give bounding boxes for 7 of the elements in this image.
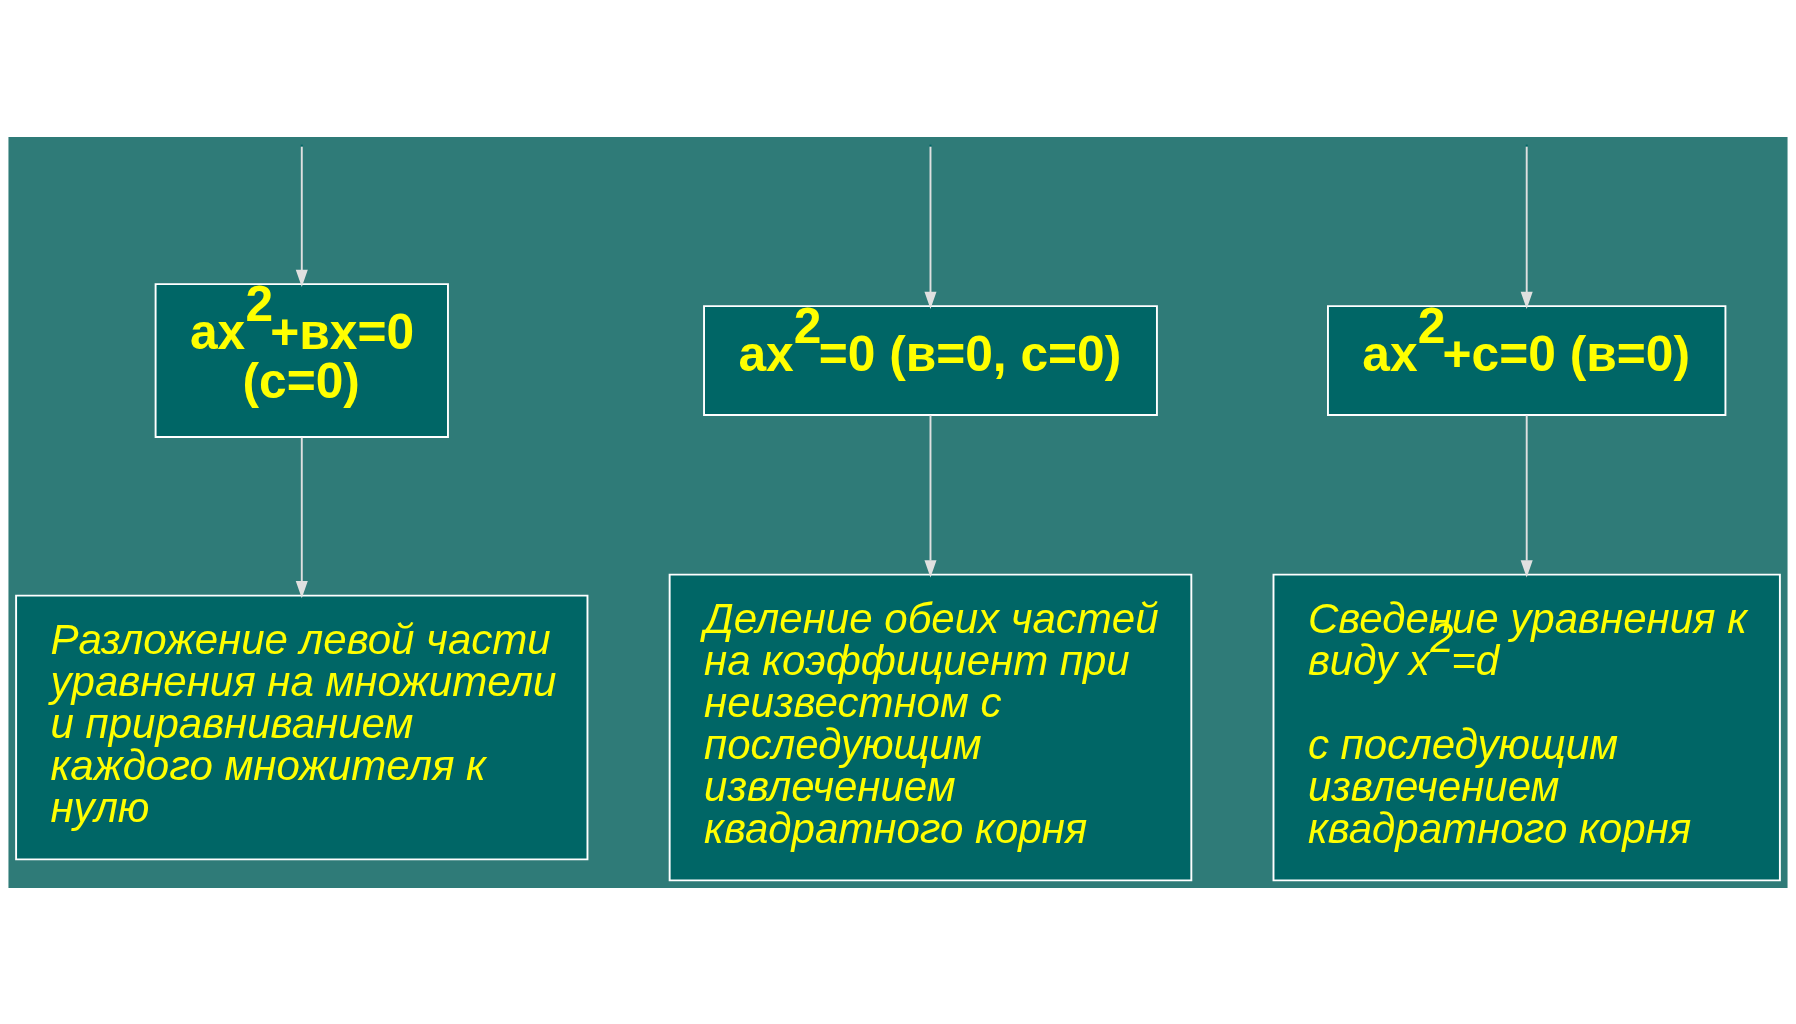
- arrow: [295, 145, 308, 287]
- arrow: [295, 436, 308, 598]
- node-box: Деление обеих частей на коэффициент при неизвестном с последующим извлечением квадратного корня: [668, 573, 1193, 881]
- arrow: [924, 413, 937, 577]
- arrow: [1520, 413, 1533, 577]
- arrow: [1520, 145, 1533, 309]
- node-box: Разложение левой части уравнения на множители и приравниванием каждого множителя к нулю: [15, 594, 589, 860]
